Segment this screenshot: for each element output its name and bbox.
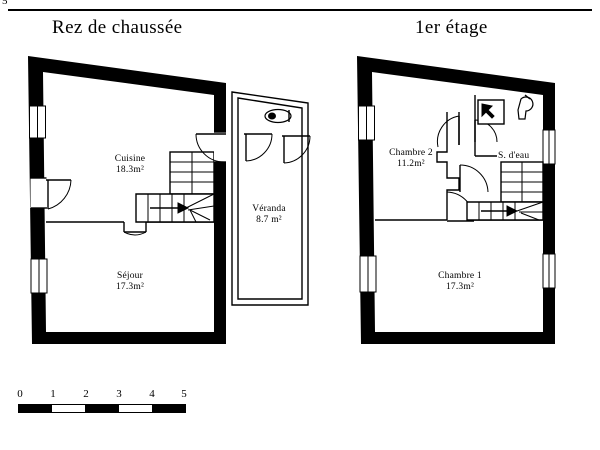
ground-floor-perimeter-wall [28,56,226,344]
ground-floor-plan-drawing: Cuisine 18.3m² Séjour 17.3m² Véranda 8.7… [28,56,311,344]
room-label-cuisine-area: 18.3m² [116,165,144,175]
scale-tick-labels: 0 1 2 3 4 5 [17,388,194,402]
first-floor-perimeter-wall [357,56,555,344]
scale-tick-4: 4 [149,388,155,400]
first-floor-landing-door [459,164,489,193]
scale-segment-3 [118,405,152,412]
room-label-chambre2-name: Chambre 2 [389,148,433,158]
top-rule-divider [8,9,592,11]
scale-tick-1: 1 [50,388,56,400]
scale-segment-2 [85,405,119,412]
room-label-chambre1-name: Chambre 1 [438,271,482,281]
ground-floor-entry-door-left [30,177,72,210]
plan-title-first-floor: 1er étage [415,17,488,38]
room-label-veranda-name: Véranda [252,204,286,214]
first-floor-window-upper-right [542,129,556,165]
ground-floor-window-lower-left [30,258,48,294]
sheet-corner-mark: 5 [2,0,8,7]
first-floor-window-lower-right [542,253,556,289]
first-floor-chambre2-door [436,115,460,148]
scale-bar: 0 1 2 3 4 5 [17,388,194,418]
scale-bar-segments [18,404,186,413]
first-floor-window-lower-left [359,255,377,293]
room-label-cuisine-name: Cuisine [115,154,145,164]
first-floor-bathroom-enclosure [474,94,534,157]
room-label-salle-deau-name: S. d'eau [498,151,529,161]
scale-segment-1 [52,405,86,412]
ground-floor-staircase [135,151,215,223]
first-floor-window-upper-left [358,105,375,141]
ground-floor-window-upper-left [29,105,46,139]
scale-tick-3: 3 [116,388,122,400]
room-label-veranda-area: 8.7 m² [256,215,282,225]
plan-title-ground-floor: Rez de chaussée [52,17,183,38]
room-label-chambre2-area: 11.2m² [397,159,425,169]
first-floor-plan-drawing: Chambre 2 11.2m² S. d'eau Chambre 1 17.3… [357,56,556,344]
scale-tick-2: 2 [83,388,89,400]
scale-segment-0 [19,405,53,412]
room-label-sejour-name: Séjour [117,271,144,281]
scale-tick-0: 0 [17,388,23,400]
scale-segment-4 [151,405,186,412]
room-label-chambre1-area: 17.3m² [446,282,474,292]
ground-floor-basin-fixture [264,108,292,124]
scale-tick-5: 5 [181,388,187,400]
ground-floor-veranda-structure [231,91,309,306]
first-floor-room-labels: Chambre 2 11.2m² S. d'eau Chambre 1 17.3… [389,148,529,292]
first-floor-interior-partition-vertical [436,112,460,220]
first-floor-staircase [466,161,544,221]
ground-floor-room-labels: Cuisine 18.3m² Séjour 17.3m² Véranda 8.7… [115,154,286,292]
ground-floor-interior-partition [46,221,214,236]
room-label-sejour-area: 17.3m² [116,282,144,292]
ground-floor-veranda-doors [195,131,311,164]
